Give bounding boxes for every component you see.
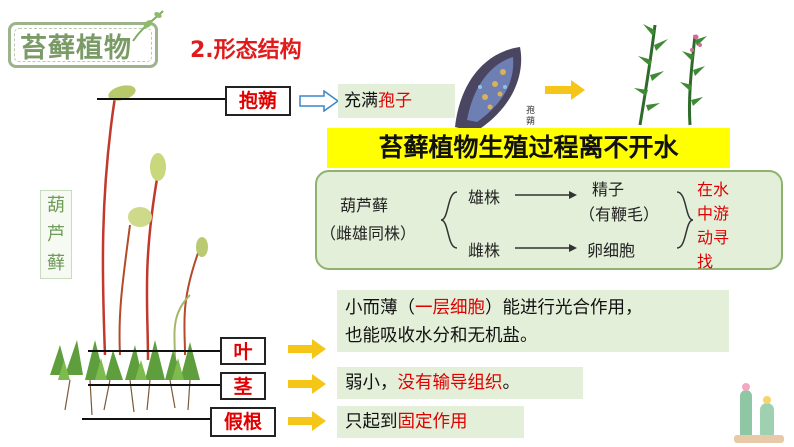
plant-name-label: 葫 芦 藓: [40, 190, 72, 279]
male-plant-label: 雄株: [468, 188, 501, 207]
stem-label: 茎: [220, 372, 266, 400]
egg-label: 卵细胞: [587, 241, 636, 260]
yellow-arrow-icon: [288, 339, 326, 359]
leaf-label: 叶: [220, 337, 266, 365]
capsule-image-caption: 孢 蒴: [526, 106, 536, 127]
moss-plant-illustration: [50, 85, 208, 416]
stem-leader-line: [88, 384, 220, 386]
sperm-label: 精子: [592, 180, 625, 199]
capsule-leader-line: [97, 98, 225, 100]
yellow-arrow-icon: [545, 80, 585, 100]
female-plant-label: 雌株: [468, 241, 501, 260]
rhizoid-description: 只起到固定作用: [337, 406, 524, 438]
reproduction-banner: 苔藓植物生殖过程离不开水: [327, 128, 730, 168]
title-badge: [8, 22, 158, 68]
cactus-decoration-icon: [734, 383, 784, 443]
page-title: 苔藓植物: [20, 33, 132, 64]
leaf-leader-line: [88, 350, 220, 352]
yellow-arrow-icon: [288, 374, 326, 394]
capsule-label: 抱蒴: [225, 86, 291, 116]
species-name: 葫芦藓: [340, 196, 389, 215]
reproduction-arrows: [440, 191, 694, 252]
reproduction-diagram: 葫芦藓 （雌雄同株） 雄株 雌株 精子 （有鞭毛） 卵细胞 在水 中游 动寻 找: [315, 170, 783, 271]
hollow-arrow-icon: [299, 90, 340, 112]
species-note: （雌雄同株）: [320, 224, 417, 243]
yellow-arrow-icon: [288, 411, 326, 431]
section-subtitle: 2.形态结构: [190, 38, 302, 63]
rhizoid-label: 假根: [210, 407, 276, 437]
moss-branch-image: [634, 24, 707, 126]
vine-decoration-icon: [132, 10, 164, 42]
stem-description: 弱小，没有输导组织。: [337, 367, 583, 399]
rhizoid-leader-line: [82, 418, 210, 420]
capsule-description: 充满孢子: [338, 84, 455, 118]
capsule-cross-section-image: [455, 47, 522, 132]
sperm-flagella-note: （有鞭毛）: [579, 205, 660, 224]
leaf-description: 小而薄（一层细胞）能进行光合作用， 也能吸收水分和无机盐。: [337, 290, 729, 352]
